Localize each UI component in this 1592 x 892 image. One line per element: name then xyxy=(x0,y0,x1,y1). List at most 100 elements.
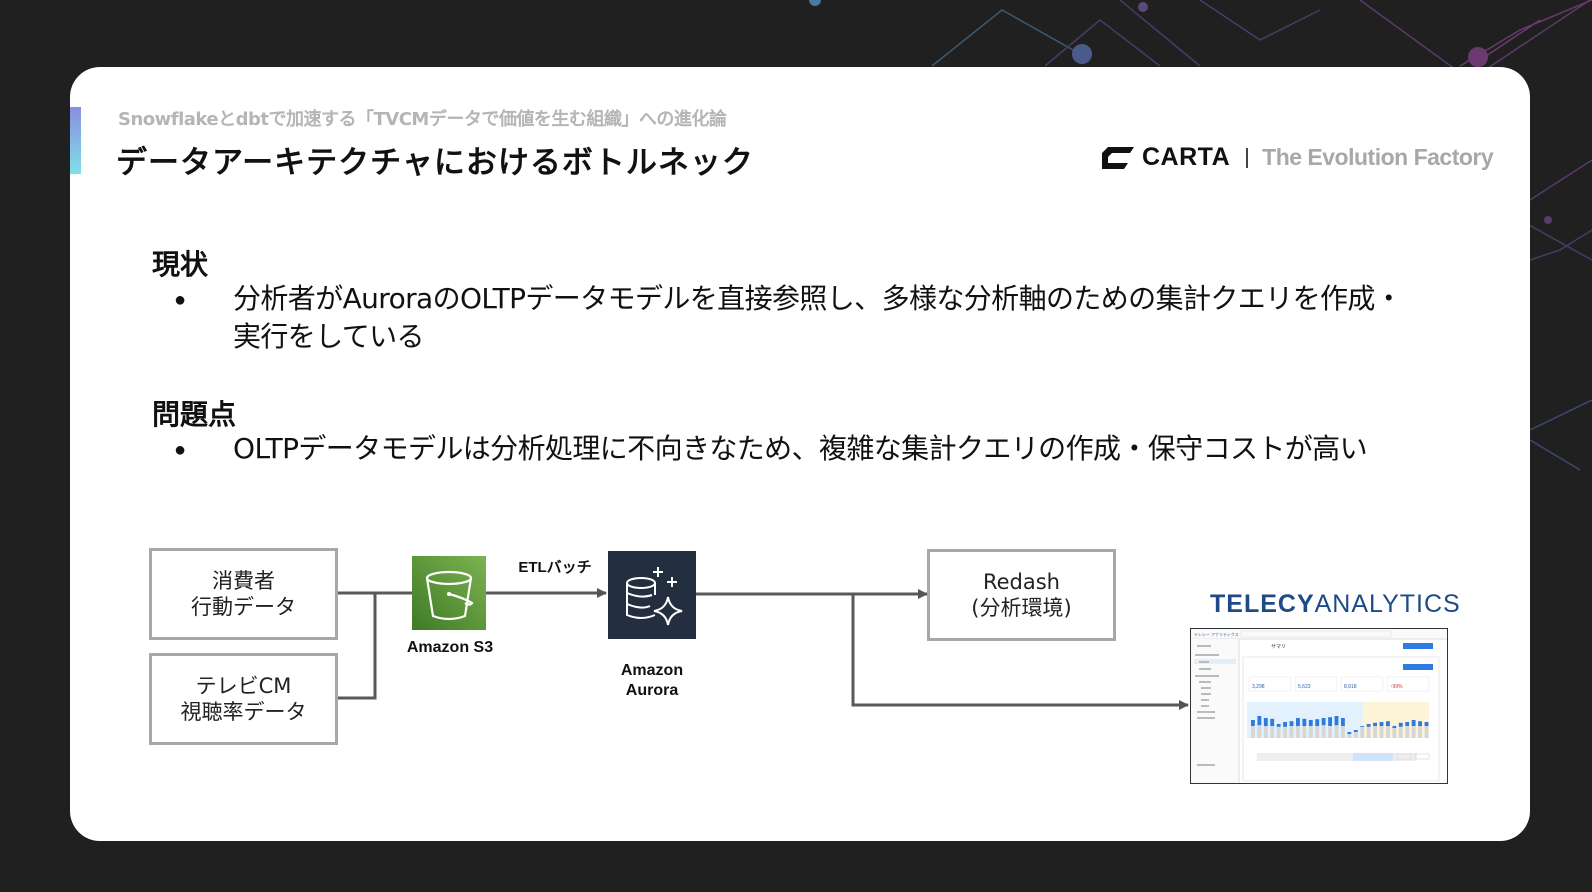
telecy-dashboard-thumbnail: テレシー アナリティクス サマリ 3,298 5,623 8,918 ↑99% xyxy=(1191,629,1447,783)
thumb-bar-gray xyxy=(1347,734,1352,738)
thumb-bar-blue xyxy=(1379,722,1384,726)
thumb-kpi-value: 3,298 xyxy=(1252,684,1265,690)
thumb-bar-gray xyxy=(1405,726,1410,738)
thumb-kpi-card xyxy=(1294,676,1338,692)
thumb-bar-blue xyxy=(1315,719,1320,726)
thumb-bar-blue xyxy=(1251,720,1255,726)
thumb-bar-gray xyxy=(1418,726,1422,738)
thumb-bar-blue xyxy=(1257,716,1262,726)
connector-source2-s3 xyxy=(337,593,377,700)
telecy-analytics-logo: TELECYANALYTICS xyxy=(1210,590,1461,619)
thumb-bar-blue xyxy=(1283,722,1287,727)
slide-title: データアーキテクチャにおけるボトルネック xyxy=(116,145,754,181)
aurora-label-line: Amazon xyxy=(620,662,684,679)
thumb-kpi-value: 5,623 xyxy=(1298,684,1311,690)
bullet-current-state: 分析者がAuroraのOLTPデータモデルを直接参照し、多様な分析軸のための集計… xyxy=(233,282,1403,353)
thumb-bar-gray xyxy=(1315,726,1320,738)
thumb-bar-blue xyxy=(1405,722,1410,726)
thumb-bar-blue xyxy=(1360,726,1365,727)
thumb-bar-blue xyxy=(1392,726,1397,728)
thumb-bar-blue xyxy=(1263,718,1268,726)
telecy-logo-bold: TELECY xyxy=(1210,590,1315,618)
logo-separator xyxy=(1246,147,1249,168)
thumb-bar-blue xyxy=(1341,718,1345,726)
thumb-app-name: テレシー アナリティクス xyxy=(1194,631,1239,637)
thumb-kpi-card xyxy=(1340,676,1384,692)
thumb-bar-blue xyxy=(1308,720,1313,726)
thumb-bar-blue xyxy=(1373,722,1377,726)
thumb-bar-gray xyxy=(1411,726,1416,738)
thumb-bar-gray xyxy=(1341,726,1345,738)
amazon-aurora-icon xyxy=(608,551,696,639)
thumb-bar-blue xyxy=(1270,718,1275,726)
slide-subtitle: Snowflakeとdbtで加速する「TVCMデータで価値を生む組織」への進化論 xyxy=(118,109,727,130)
redash-box: Redash(分析環境) xyxy=(927,549,1116,641)
thumb-bar-gray xyxy=(1308,726,1313,738)
box-label-line: Redash xyxy=(982,570,1060,594)
thumb-bar-blue xyxy=(1353,730,1358,732)
thumb-bar-blue xyxy=(1334,716,1339,726)
aurora-label-line: Aurora xyxy=(625,682,679,699)
thumb-bar-gray xyxy=(1353,732,1358,738)
thumb-bar-blue xyxy=(1321,718,1326,726)
thumb-bar-blue xyxy=(1289,721,1294,726)
thumb-bar-gray xyxy=(1321,725,1326,738)
thumb-bar-gray xyxy=(1328,726,1332,738)
box-label-line: 視聴率データ xyxy=(180,700,307,724)
thumb-bar-gray xyxy=(1386,726,1390,738)
thumb-bar-gray xyxy=(1270,726,1275,738)
logo-brand-text: CARTA xyxy=(1142,143,1231,171)
thumb-bar-gray xyxy=(1379,726,1384,738)
thumb-bar-gray xyxy=(1283,726,1287,738)
thumb-bar-blue xyxy=(1398,722,1403,727)
box-label-line: テレビCM xyxy=(195,674,292,698)
carta-logo: CARTA The Evolution Factory xyxy=(1100,143,1494,172)
thumb-bar-gray xyxy=(1289,726,1294,738)
telecy-analytics-screenshot: テレシー アナリティクス サマリ 3,298 5,623 8,918 ↑99% xyxy=(1190,628,1448,784)
box-label-line: (分析環境) xyxy=(971,596,1072,620)
thumb-kpi-value: 8,918 xyxy=(1344,684,1357,690)
thumb-bar-blue xyxy=(1276,724,1281,727)
source-consumer-behavior-box: 消費者行動データ xyxy=(149,548,338,640)
bullet-problem: OLTPデータモデルは分析処理に不向きなため、複雑な集計クエリの作成・保守コスト… xyxy=(233,432,1368,465)
s3-label: Amazon S3 xyxy=(406,639,494,656)
box-label-line: 行動データ xyxy=(191,595,296,619)
thumb-kpi-value: ↑99% xyxy=(1390,684,1403,690)
telecy-logo-light: ANALYTICS xyxy=(1314,590,1461,618)
thumb-bar-gray xyxy=(1257,725,1262,738)
arrow-aurora-telecy xyxy=(851,594,1189,710)
logo-tagline: The Evolution Factory xyxy=(1262,144,1494,170)
thumb-bar-blue xyxy=(1296,718,1300,726)
aurora-label: Amazon Aurora xyxy=(602,661,702,701)
thumb-bar-gray xyxy=(1373,726,1377,738)
box-label-line: 消費者 xyxy=(212,569,275,593)
thumb-kpi-card xyxy=(1386,676,1430,692)
accent-bar xyxy=(70,107,81,174)
thumb-bar-gray xyxy=(1360,726,1365,738)
thumb-bar-blue xyxy=(1386,721,1390,726)
thumb-bar-gray xyxy=(1392,728,1397,738)
thumb-kpi-card xyxy=(1248,676,1292,692)
thumb-bar-gray xyxy=(1302,726,1307,738)
amazon-s3-icon xyxy=(412,556,486,630)
thumb-bar-blue xyxy=(1411,720,1416,726)
slide-card: Snowflakeとdbtで加速する「TVCMデータで価値を生む組織」への進化論… xyxy=(70,67,1530,841)
bullet-icon: ● xyxy=(174,289,187,311)
thumb-bar-blue xyxy=(1328,717,1332,726)
bucket-icon xyxy=(425,570,474,621)
thumb-bar-gray xyxy=(1334,725,1339,738)
thumb-bar-gray xyxy=(1276,726,1281,738)
thumb-bar-gray xyxy=(1263,726,1268,738)
database-sparkle-icon xyxy=(626,567,683,626)
section-heading-problems: 問題点 xyxy=(152,398,237,431)
bullet-icon: ● xyxy=(174,439,187,461)
thumb-bar-blue xyxy=(1424,722,1429,726)
thumb-bar-blue xyxy=(1366,724,1371,727)
section-heading-current: 現状 xyxy=(152,248,209,281)
thumb-bar-blue xyxy=(1418,721,1422,726)
thumb-bar-gray xyxy=(1424,726,1429,738)
thumb-bar-gray xyxy=(1398,726,1403,738)
thumb-bar-blue xyxy=(1347,732,1352,734)
thumb-page-title: サマリ xyxy=(1271,644,1286,650)
